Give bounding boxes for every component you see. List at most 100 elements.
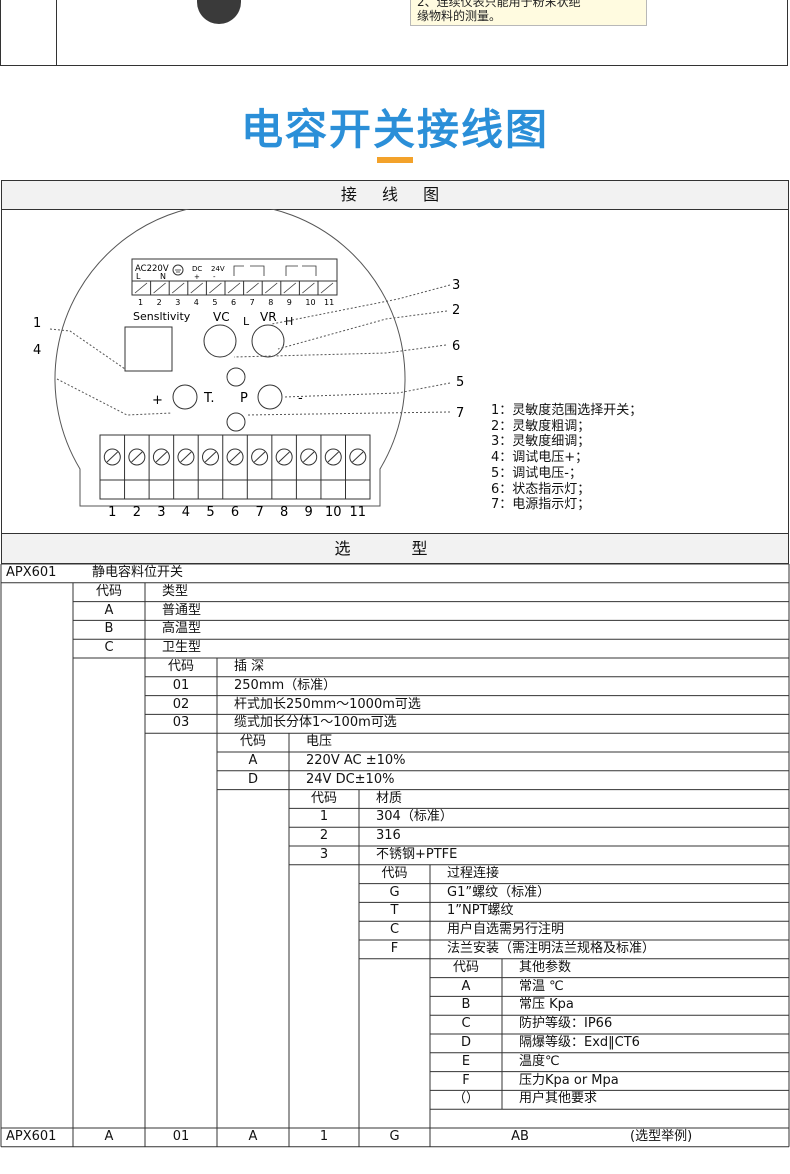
other-option-name: 温度℃ bbox=[519, 1053, 560, 1069]
top-terminal-number: 5 bbox=[212, 298, 217, 307]
dc-24v-label: 24V bbox=[211, 265, 225, 273]
top-terminal-number: 7 bbox=[250, 298, 255, 307]
bottom-terminal-number: 3 bbox=[157, 505, 165, 520]
l-terminal-label: L bbox=[136, 272, 141, 281]
example-cell: 01 bbox=[172, 1129, 190, 1144]
example-cell: (选型举例) bbox=[630, 1129, 693, 1144]
top-terminal-number: 6 bbox=[231, 298, 236, 307]
legend-item: 5：调试电压-； bbox=[491, 465, 582, 481]
example-cell: A bbox=[104, 1129, 114, 1144]
other-option-name: 常压 Kpa bbox=[519, 997, 574, 1013]
bottom-terminal-number: 7 bbox=[255, 505, 263, 520]
other-option-code: E bbox=[461, 1053, 471, 1069]
top-terminal-screw bbox=[134, 282, 148, 294]
ground-icon bbox=[172, 264, 184, 276]
type-option-code: C bbox=[104, 640, 114, 656]
test-plus-jack bbox=[172, 384, 198, 410]
top-terminal-number: 4 bbox=[194, 298, 199, 307]
vr-knob bbox=[251, 324, 285, 358]
other-option-code: B bbox=[461, 997, 471, 1013]
top-terminal-block bbox=[131, 258, 338, 296]
bottom-terminal-screw bbox=[251, 448, 269, 466]
legend-item: 1：灵敏度范围选择开关； bbox=[491, 403, 643, 418]
process-option-code: C bbox=[389, 922, 400, 938]
depth-option-name: 杆式加长250mm～1000m可选 bbox=[234, 696, 421, 712]
dc-plus-label: + bbox=[194, 273, 200, 281]
bottom-terminal-number: 8 bbox=[280, 505, 288, 520]
bottom-terminal-screw bbox=[152, 448, 170, 466]
other-option-name: 用户其他要求 bbox=[519, 1091, 598, 1107]
depth-code-header: 代码 bbox=[167, 659, 194, 674]
voltage-option-name: 24V DC±10% bbox=[306, 771, 395, 787]
material-option-code: 1 bbox=[319, 809, 329, 825]
example-cell: APX601 bbox=[6, 1129, 57, 1144]
callout-5: 5 bbox=[456, 375, 464, 390]
test-t-label: T. bbox=[203, 391, 215, 406]
other-option-name: 压力Kpa or Mpa bbox=[519, 1072, 619, 1088]
vc-l-label: L bbox=[243, 315, 250, 328]
title-underline bbox=[377, 157, 413, 163]
top-terminal-number: 2 bbox=[157, 298, 162, 307]
top-terminal-screw bbox=[171, 282, 185, 294]
top-terminal-screw bbox=[320, 282, 334, 294]
bottom-terminal-screw bbox=[103, 448, 121, 466]
example-cell: A bbox=[248, 1129, 258, 1144]
test-minus-jack bbox=[257, 384, 283, 410]
note-line-2: 缘物料的测量。 bbox=[417, 9, 502, 23]
other-option-name: 隔爆等级：Exd‖CT6 bbox=[519, 1035, 640, 1050]
relay-contact-icon-2 bbox=[285, 265, 317, 276]
top-terminal-screw bbox=[190, 282, 204, 294]
type-option-name: 普通型 bbox=[162, 602, 202, 618]
test-plus-label: + bbox=[152, 393, 163, 408]
type-name-header: 类型 bbox=[162, 583, 189, 599]
top-terminal-screw bbox=[209, 282, 222, 294]
top-terminal-number: 9 bbox=[287, 298, 292, 307]
bottom-terminal-number: 10 bbox=[325, 505, 342, 520]
relay-contact-icon-1 bbox=[233, 265, 265, 276]
material-option-code: 2 bbox=[319, 828, 329, 844]
process-code-header: 代码 bbox=[381, 865, 408, 881]
callout-1: 1 bbox=[33, 316, 41, 331]
other-option-code: F bbox=[462, 1072, 470, 1088]
material-name-header: 材质 bbox=[376, 790, 403, 806]
bottom-terminal-screw bbox=[324, 448, 342, 466]
note-box: 2、连续仪表只能用于粉末状绝 缘物料的测量。 bbox=[410, 0, 647, 26]
type-option-name: 卫生型 bbox=[162, 640, 202, 656]
dc-label: DC bbox=[192, 265, 202, 273]
bottom-terminal-block bbox=[99, 434, 371, 500]
test-p-label: P bbox=[240, 391, 248, 406]
material-option-name: 316 bbox=[376, 828, 401, 844]
legend-item: 6：状态指示灯； bbox=[491, 481, 591, 497]
sensitivity-switch bbox=[124, 326, 173, 372]
other-name-header: 其他参数 bbox=[519, 959, 572, 975]
material-code-header: 代码 bbox=[310, 790, 337, 806]
depth-option-code: 01 bbox=[172, 677, 190, 693]
wiring-header: 接 线 图 bbox=[2, 181, 788, 210]
bottom-terminal-screw bbox=[275, 448, 293, 466]
previous-section-frame bbox=[0, 0, 788, 66]
example-cell: G bbox=[389, 1129, 400, 1144]
vc-label: VC bbox=[213, 310, 230, 324]
depth-option-name: 缆式加长分体1～100m可选 bbox=[234, 715, 397, 731]
bottom-terminal-screw bbox=[226, 448, 244, 466]
bottom-terminal-number: 2 bbox=[133, 505, 141, 520]
voltage-name-header: 电压 bbox=[306, 734, 333, 750]
top-terminal-screw bbox=[246, 282, 259, 294]
material-option-name: 不锈钢+PTFE bbox=[376, 847, 458, 862]
voltage-option-name: 220V AC ±10% bbox=[306, 753, 406, 768]
bottom-terminal-screw bbox=[128, 448, 146, 466]
type-option-code: A bbox=[104, 602, 114, 618]
bottom-terminal-number: 5 bbox=[206, 505, 214, 520]
bottom-terminal-screw bbox=[300, 448, 318, 466]
type-option-name: 高温型 bbox=[162, 621, 202, 637]
other-option-code: D bbox=[460, 1035, 471, 1050]
type-option-code: B bbox=[104, 621, 114, 637]
diagram-legend: 1：灵敏度范围选择开关； 2：灵敏度粗调； 3：灵敏度细调； 4：调试电压+； … bbox=[491, 403, 642, 513]
callout-2: 2 bbox=[452, 303, 460, 318]
callout-7: 7 bbox=[456, 406, 464, 421]
other-option-code: C bbox=[461, 1016, 471, 1032]
other-option-name: 常温 ℃ bbox=[519, 978, 564, 994]
process-option-code: T bbox=[390, 903, 399, 919]
top-terminal-number: 8 bbox=[268, 298, 273, 307]
